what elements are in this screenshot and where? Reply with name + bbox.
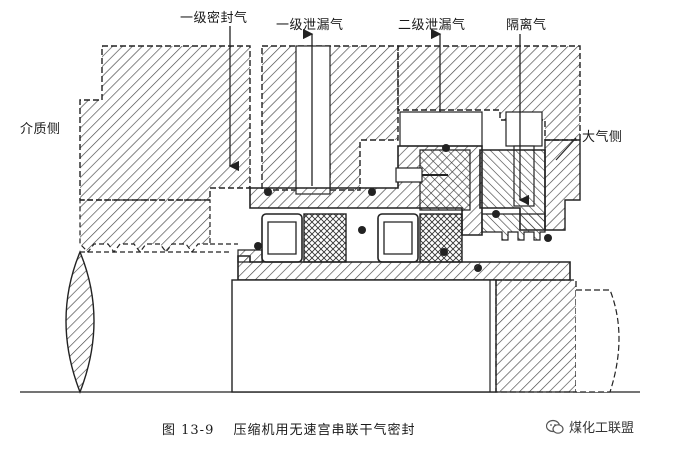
label-medium-side: 介质侧 xyxy=(20,122,61,137)
wechat-icon xyxy=(546,419,564,434)
flow-arrows xyxy=(228,26,577,206)
shaft-sleeve xyxy=(237,249,571,281)
label-primary-leak-gas: 一级泄漏气 xyxy=(276,18,344,33)
label-primary-seal-gas: 一级密封气 xyxy=(180,11,248,26)
rotor-shaft xyxy=(20,250,640,394)
figure-title: 压缩机用无速宫串联干气密封 xyxy=(233,423,416,438)
label-atmosphere-side: 大气侧 xyxy=(582,130,623,145)
label-secondary-leak-gas: 二级泄漏气 xyxy=(398,18,466,33)
figure-caption: 图 13-9 压缩机用无速宫串联干气密封 xyxy=(162,419,416,438)
label-isolation-gas: 隔离气 xyxy=(506,18,547,33)
figure-number: 图 13-9 xyxy=(162,423,215,438)
watermark-text: 煤化工联盟 xyxy=(569,421,635,436)
seal-cartridge xyxy=(249,145,546,263)
watermark: 煤化工联盟 xyxy=(546,417,634,436)
